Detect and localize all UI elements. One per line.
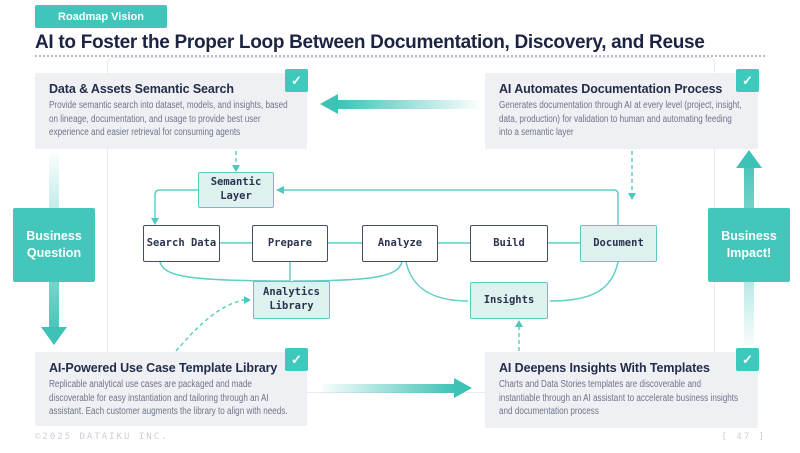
arrow-shaft — [338, 100, 478, 109]
check-icon: ✓ — [736, 69, 759, 92]
callout-body: Charts and Data Stories templates are di… — [499, 379, 739, 418]
arrow-shaft — [322, 384, 454, 393]
page-number: [ 47 ] — [721, 432, 766, 442]
callout-heading: AI Automates Documentation Process — [499, 82, 723, 96]
callout-heading: Data & Assets Semantic Search — [49, 82, 234, 96]
callout-deepens-insights: ✓ AI Deepens Insights With Templates Cha… — [485, 348, 759, 428]
callout-body: Replicable analytical use cases are pack… — [49, 379, 288, 418]
callout-heading: AI Deepens Insights With Templates — [499, 361, 710, 375]
right-arrow-library-to-insights — [322, 378, 474, 398]
node-analyze: Analyze — [362, 225, 438, 262]
node-semantic-layer: Semantic Layer — [198, 172, 274, 208]
copyright-text: ©2025 DATAIKU INC. — [35, 432, 169, 442]
node-insights: Insights — [470, 282, 548, 319]
arrow-head-down-icon — [41, 327, 67, 345]
dotted-divider — [35, 55, 765, 57]
arrow-head-right-icon — [454, 378, 472, 398]
page-title: AI to Foster the Proper Loop Between Doc… — [35, 32, 705, 53]
check-icon: ✓ — [285, 348, 308, 371]
check-icon: ✓ — [736, 348, 759, 371]
arrow-head-up-icon — [736, 150, 762, 168]
node-search-data: Search Data — [143, 225, 220, 262]
callout-template-library: ✓ AI-Powered Use Case Template Library R… — [35, 348, 308, 426]
callout-body: Provide semantic search into dataset, mo… — [49, 100, 288, 139]
node-build: Build — [470, 225, 548, 262]
node-document: Document — [580, 225, 657, 262]
callout-heading: AI-Powered Use Case Template Library — [49, 361, 278, 375]
arrow-head-left-icon — [320, 94, 338, 114]
callout-semantic-search: ✓ Data & Assets Semantic Search Provide … — [35, 69, 308, 149]
callout-body: Generates documentation through AI at ev… — [499, 100, 742, 139]
callout-automates-documentation: ✓ AI Automates Documentation Process Gen… — [485, 69, 759, 149]
check-icon: ✓ — [285, 69, 308, 92]
business-impact-label: Business Impact! — [708, 208, 790, 282]
node-prepare: Prepare — [252, 225, 328, 262]
business-question-label: Business Question — [13, 208, 95, 282]
left-arrow-documentation-to-search — [320, 94, 478, 114]
roadmap-vision-badge: Roadmap Vision — [35, 5, 167, 28]
node-analytics-library: Analytics Library — [253, 281, 330, 319]
